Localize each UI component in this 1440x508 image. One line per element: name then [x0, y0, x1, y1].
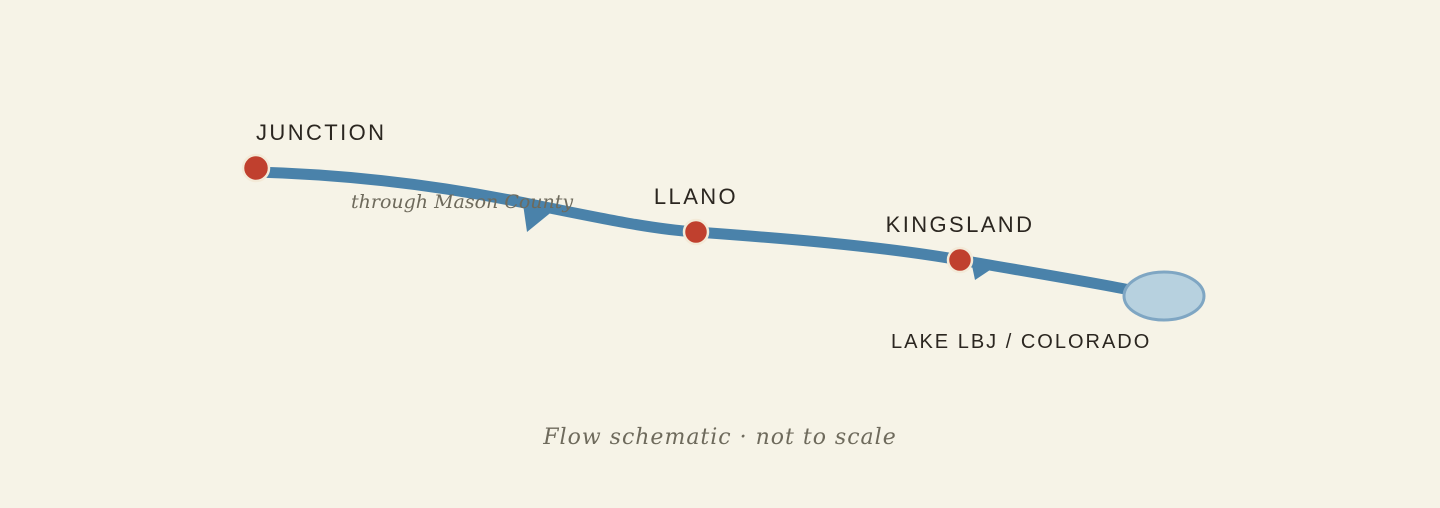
flow-direction-arrow [970, 256, 996, 280]
town-junction: JUNCTION [241, 120, 386, 183]
town-kingsland: KINGSLAND [886, 212, 1035, 274]
schematic-caption: Flow schematic · not to scale [542, 425, 896, 450]
town-marker [946, 246, 974, 274]
lake-icon [1122, 270, 1206, 322]
town-marker [241, 153, 271, 183]
destination-label: LAKE LBJ / COLORADO [891, 331, 1151, 353]
town-label-junction: JUNCTION [256, 120, 386, 145]
town-label-kingsland: KINGSLAND [886, 212, 1035, 237]
town-llano: LLANO [654, 184, 738, 246]
flow-direction-arrow [523, 204, 554, 232]
segment-note: through Mason County [351, 191, 573, 213]
town-marker [682, 218, 710, 246]
town-label-llano: LLANO [654, 184, 738, 209]
